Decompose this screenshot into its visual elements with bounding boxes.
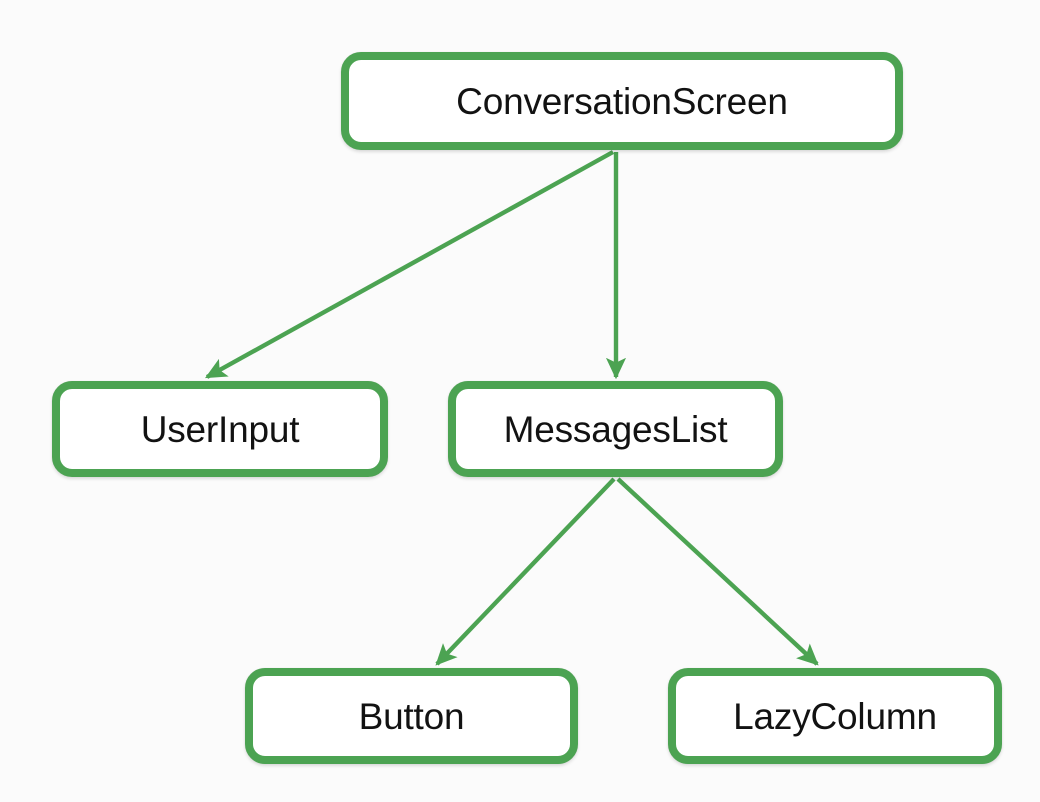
node-lazycolumn[interactable]: LazyColumn	[668, 668, 1002, 764]
node-userinput[interactable]: UserInput	[52, 381, 388, 477]
node-button[interactable]: Button	[245, 668, 578, 764]
node-messageslist[interactable]: MessagesList	[448, 381, 783, 477]
node-label: UserInput	[140, 408, 300, 450]
node-label: MessagesList	[503, 408, 728, 450]
node-label: ConversationScreen	[456, 80, 788, 122]
node-label: Button	[358, 695, 465, 737]
edge-conversationscreen-to-userinput	[204, 150, 615, 379]
edge-messageslist-to-lazycolumn	[616, 477, 819, 666]
node-conversationscreen[interactable]: ConversationScreen	[341, 52, 903, 150]
edge-messageslist-to-button	[435, 477, 616, 666]
node-label: LazyColumn	[733, 695, 937, 737]
